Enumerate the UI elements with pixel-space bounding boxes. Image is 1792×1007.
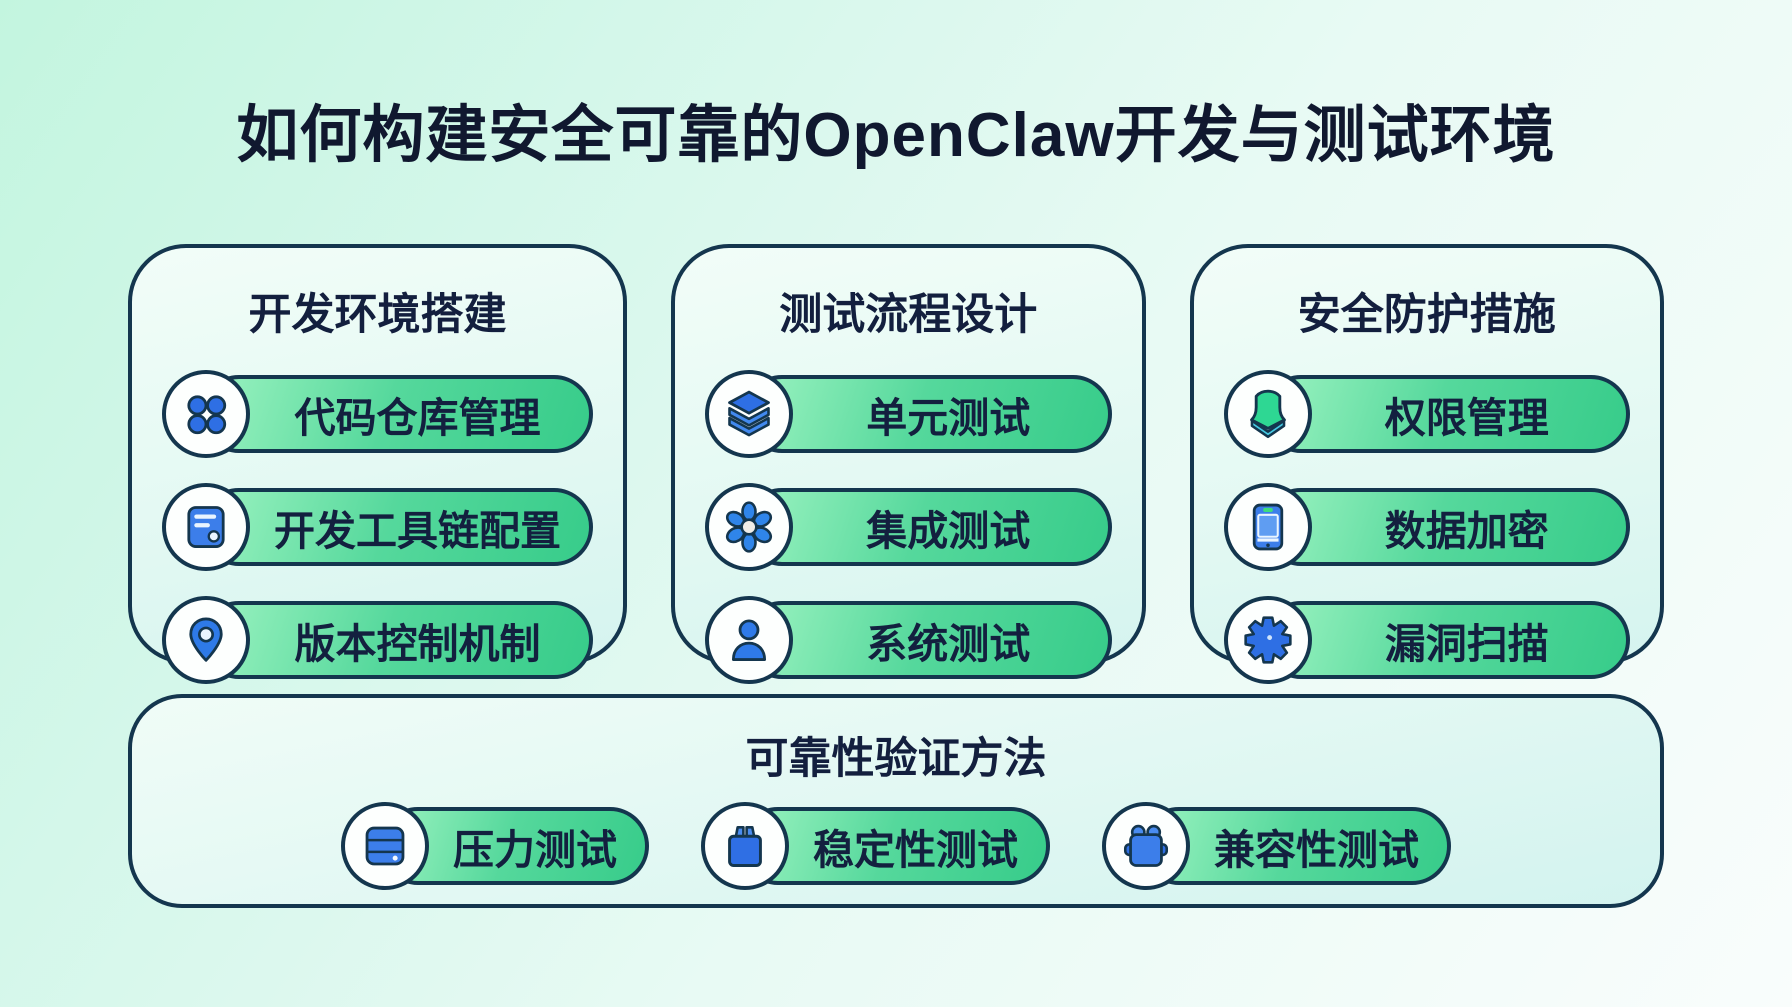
pill: 系统测试 — [743, 601, 1112, 679]
pill-label: 权限管理 — [1384, 395, 1549, 441]
icon-circle — [162, 596, 250, 684]
dev-tools-icon — [187, 506, 225, 548]
list-item: 数据加密 — [1223, 483, 1630, 571]
list-item: 系统测试 — [705, 596, 1112, 684]
list-item: 版本控制机制 — [162, 596, 593, 684]
app-grid-icon — [187, 395, 227, 435]
icon-circle — [1223, 596, 1312, 684]
pill-label: 压力测试 — [453, 827, 617, 873]
pill: 单元测试 — [743, 375, 1112, 453]
pill: 稳定性测试 — [739, 807, 1050, 885]
pill: 代码仓库管理 — [200, 375, 593, 453]
server-stack-icon — [365, 826, 405, 866]
pill-label: 数据加密 — [1384, 508, 1549, 554]
icon-circle — [705, 483, 793, 571]
icon-circle — [1102, 802, 1190, 890]
puzzle-icon — [1123, 824, 1169, 867]
card-title: 安全防护措施 — [1297, 291, 1556, 339]
card-items: 单元测试 — [705, 370, 1112, 684]
pill-label: 系统测试 — [866, 621, 1031, 667]
card-items: 压力测试 稳定性测试 — [132, 802, 1660, 890]
tablet-icon — [1252, 503, 1283, 551]
icon-circle — [705, 596, 793, 684]
list-item: 开发工具链配置 — [162, 483, 593, 571]
icon-circle — [1223, 370, 1312, 458]
list-item: 漏洞扫描 — [1223, 596, 1630, 684]
pill: 版本控制机制 — [200, 601, 593, 679]
list-item: 代码仓库管理 — [162, 370, 593, 458]
pill: 开发工具链配置 — [200, 488, 593, 566]
card-test-process: 测试流程设计 单元测试 — [671, 244, 1146, 684]
pill-label: 开发工具链配置 — [274, 508, 561, 554]
card-dev-environment: 开发环境搭建 代码仓库管理 — [128, 244, 627, 684]
list-item: 兼容性测试 — [1102, 802, 1451, 890]
card-items: 权限管理 数据加密 — [1223, 370, 1630, 684]
pill-label: 稳定性测试 — [813, 827, 1018, 873]
card-title: 测试流程设计 — [779, 291, 1038, 339]
gear-icon — [1243, 616, 1292, 664]
pill-label: 集成测试 — [866, 508, 1031, 554]
page-title: 如何构建安全可靠的OpenClaw开发与测试环境 — [236, 101, 1556, 170]
card-security-measures: 安全防护措施 权限管理 — [1189, 244, 1664, 684]
icon-circle — [705, 370, 793, 458]
package-icon — [728, 826, 762, 867]
pill-label: 版本控制机制 — [294, 621, 541, 667]
card-title: 可靠性验证方法 — [745, 735, 1047, 783]
pill-label: 兼容性测试 — [1214, 827, 1419, 873]
shield-icon — [1249, 389, 1286, 439]
list-item: 稳定性测试 — [701, 802, 1050, 890]
layers-icon — [728, 390, 770, 437]
icon-circle — [162, 483, 250, 571]
card-reliability-methods: 可靠性验证方法 压力测试 — [128, 694, 1664, 908]
pill: 漏洞扫描 — [1261, 601, 1630, 679]
location-pin-icon — [189, 617, 223, 662]
card-items: 代码仓库管理 开发工具链配置 — [162, 370, 593, 684]
pill-label: 单元测试 — [866, 395, 1031, 441]
integration-gear-icon — [725, 501, 773, 553]
pill-label: 代码仓库管理 — [294, 395, 541, 441]
user-icon — [731, 619, 767, 661]
pill: 兼容性测试 — [1140, 807, 1451, 885]
list-item: 集成测试 — [705, 483, 1112, 571]
top-cards-row: 开发环境搭建 代码仓库管理 — [128, 244, 1664, 684]
pill: 数据加密 — [1261, 488, 1630, 566]
card-title: 开发环境搭建 — [248, 291, 507, 339]
list-item: 权限管理 — [1223, 370, 1630, 458]
pill: 集成测试 — [743, 488, 1112, 566]
list-item: 压力测试 — [341, 802, 649, 890]
pill: 权限管理 — [1261, 375, 1630, 453]
pill-label: 漏洞扫描 — [1384, 621, 1549, 667]
icon-circle — [162, 370, 250, 458]
icon-circle — [1223, 483, 1312, 571]
icon-circle — [701, 802, 789, 890]
list-item: 单元测试 — [705, 370, 1112, 458]
icon-circle — [341, 802, 429, 890]
